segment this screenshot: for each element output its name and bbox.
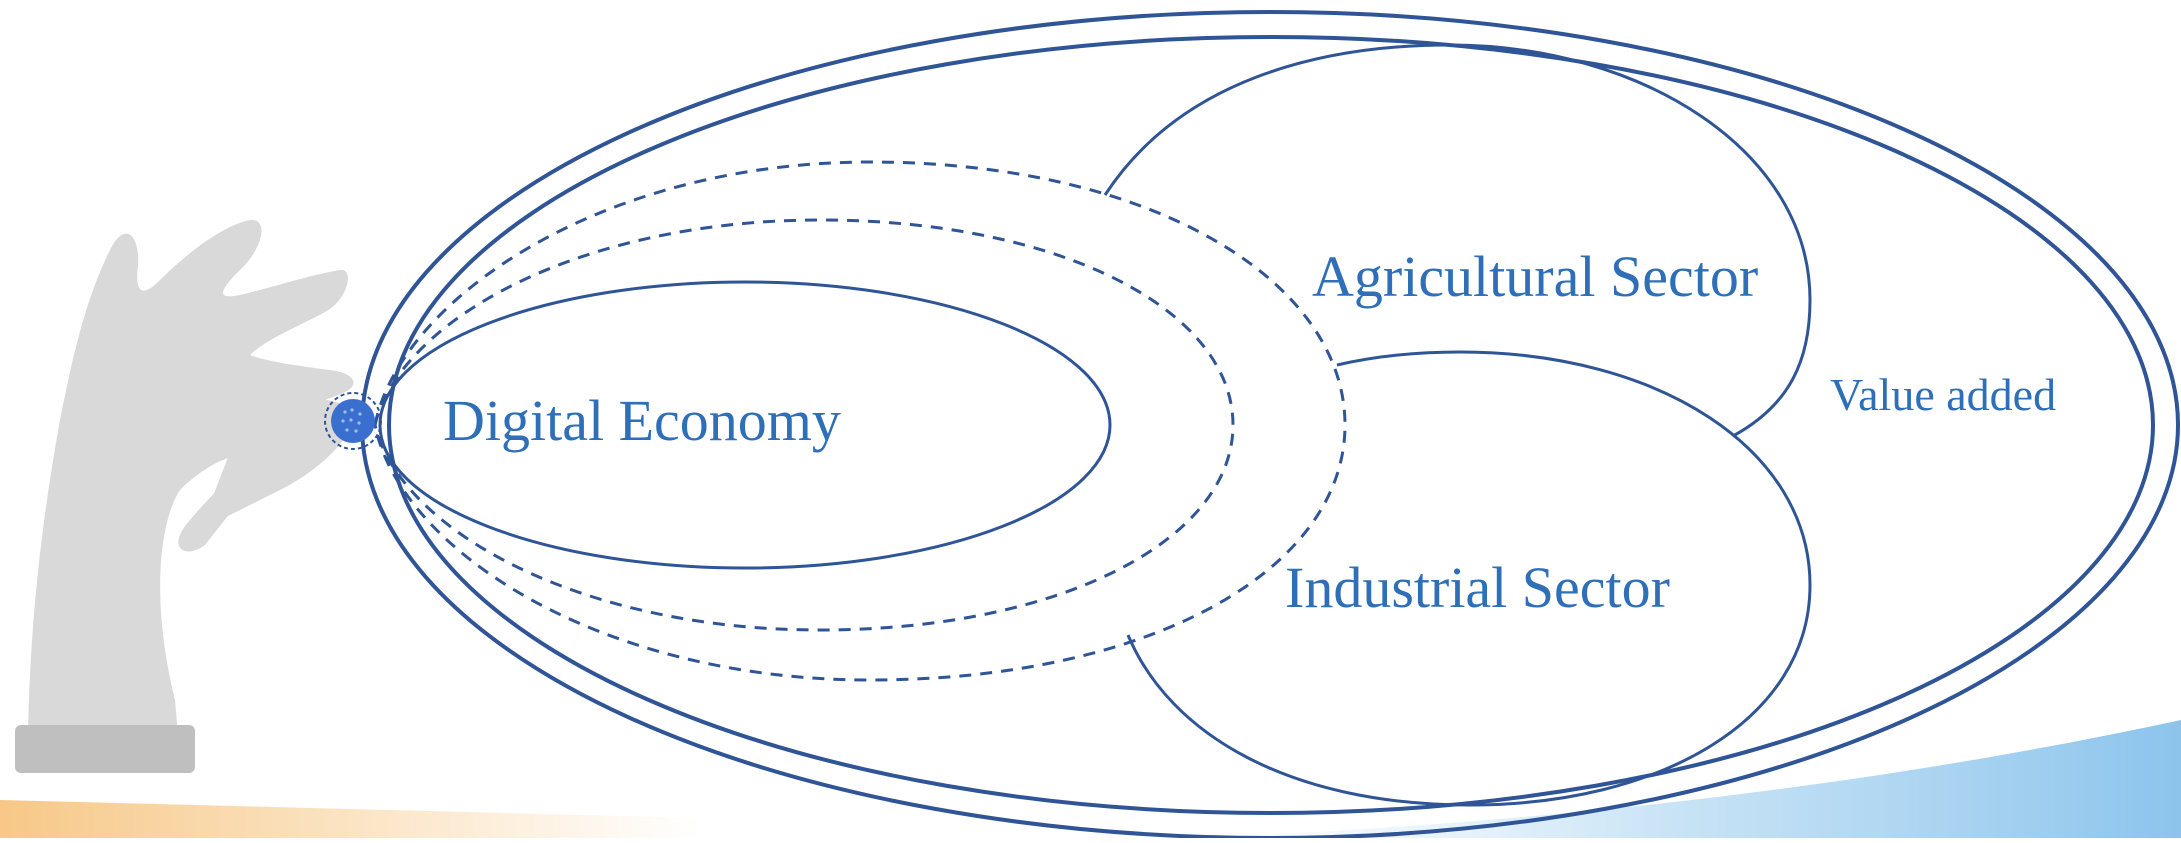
- value-added-inner-ring: [387, 35, 2155, 815]
- dashed-expansion-inner: [373, 218, 1235, 632]
- hand-pinching-icon: [15, 219, 360, 773]
- decorative-band-right: [1200, 720, 2181, 838]
- agricultural-sector-ellipse: [1103, 43, 1812, 438]
- decorative-band-left: [0, 800, 700, 838]
- seed-dot-icon: [324, 392, 382, 450]
- hand-cuff: [15, 725, 195, 773]
- digital-economy-label: Digital Economy: [443, 388, 841, 453]
- value-added-label: Value added: [1830, 369, 2056, 420]
- industrial-sector-ellipse: [1126, 350, 1812, 807]
- agricultural-sector-label: Agricultural Sector: [1312, 244, 1758, 309]
- digital-economy-ellipse: [378, 280, 1112, 570]
- industrial-sector-label: Industrial Sector: [1285, 555, 1670, 620]
- dashed-expansion-outer: [373, 160, 1347, 682]
